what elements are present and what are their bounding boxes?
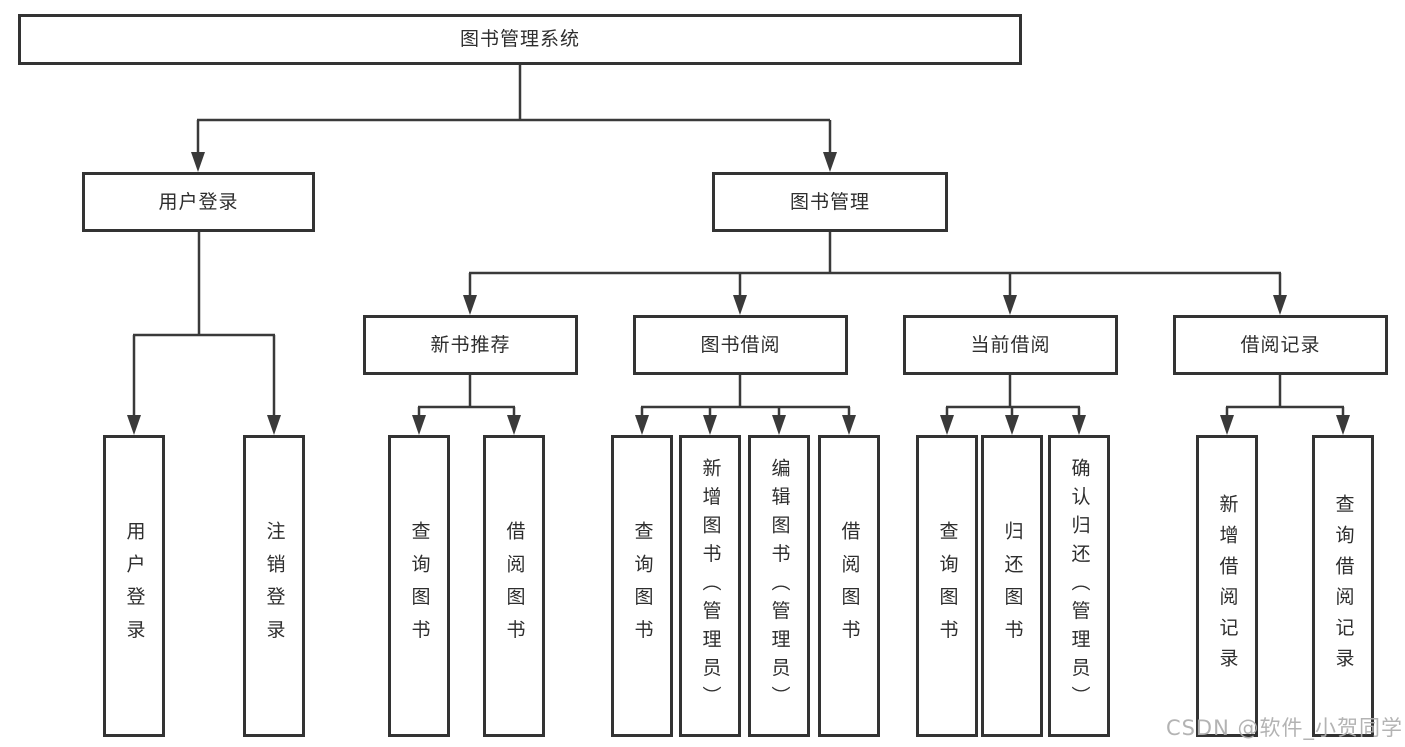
leaf-query-books-current: 查询图书 bbox=[916, 435, 978, 737]
leaf-user-login: 用户登录 bbox=[103, 435, 165, 737]
leaf-borrow-books-recommend: 借阅图书 bbox=[483, 435, 545, 737]
leaf-confirm-return-admin: 确认归还（管理员） bbox=[1048, 435, 1110, 737]
leaf-return-books: 归还图书 bbox=[981, 435, 1043, 737]
node-book-borrowing: 图书借阅 bbox=[633, 315, 848, 375]
arrowheads bbox=[127, 152, 1350, 435]
leaf-logout: 注销登录 bbox=[243, 435, 305, 737]
leaf-query-books-borrowing: 查询图书 bbox=[611, 435, 673, 737]
node-root-library-system: 图书管理系统 bbox=[18, 14, 1022, 65]
node-borrowing-records: 借阅记录 bbox=[1173, 315, 1388, 375]
leaf-edit-books-admin: 编辑图书（管理员） bbox=[748, 435, 810, 737]
node-current-borrowing: 当前借阅 bbox=[903, 315, 1118, 375]
node-user-login: 用户登录 bbox=[82, 172, 315, 232]
leaf-query-books-recommend: 查询图书 bbox=[388, 435, 450, 737]
leaf-add-borrow-record: 新增借阅记录 bbox=[1196, 435, 1258, 737]
node-book-management: 图书管理 bbox=[712, 172, 948, 232]
node-new-book-recommendation: 新书推荐 bbox=[363, 315, 578, 375]
csdn-watermark: CSDN @软件_小贺同学 bbox=[1165, 716, 1403, 740]
leaf-query-borrow-record: 查询借阅记录 bbox=[1312, 435, 1374, 737]
leaf-borrow-books-borrowing: 借阅图书 bbox=[818, 435, 880, 737]
leaf-add-books-admin: 新增图书（管理员） bbox=[679, 435, 741, 737]
